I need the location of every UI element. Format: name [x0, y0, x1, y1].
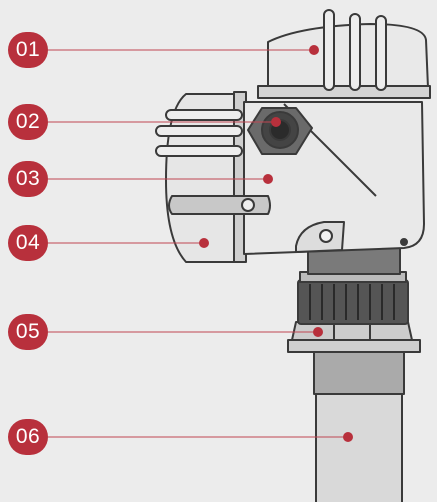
callout-02-target-dot — [271, 117, 281, 127]
probe-rod — [315, 391, 403, 502]
callout-badge-06: 06 — [8, 419, 48, 455]
callout-04-target-dot — [199, 238, 209, 248]
top-cover-ring — [257, 85, 431, 99]
callout-03-target-dot — [263, 174, 273, 184]
callout-badge-02: 02 — [8, 104, 48, 140]
callout-badge-04: 04 — [8, 225, 48, 261]
callout-badge-03: 03 — [8, 161, 48, 197]
callout-06-target-dot — [343, 432, 353, 442]
knurled-ring — [297, 279, 409, 325]
top-cover — [267, 23, 429, 89]
callout-01-target-dot — [309, 45, 319, 55]
callout-05-target-dot — [313, 327, 323, 337]
callout-badge-01: 01 — [8, 32, 48, 68]
probe-collar — [313, 351, 405, 395]
callout-badge-05: 05 — [8, 314, 48, 350]
flange-plate — [287, 339, 421, 353]
